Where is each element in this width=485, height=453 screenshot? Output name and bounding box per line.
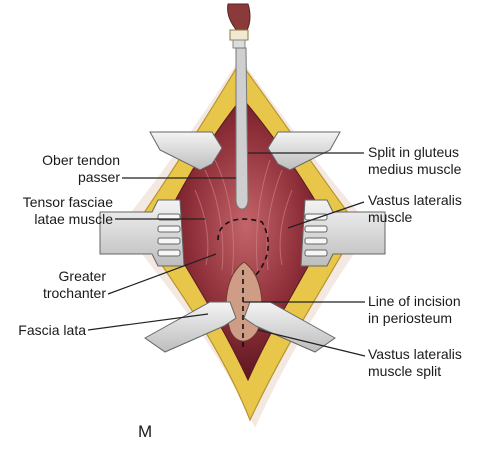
leader-greater-trochanter bbox=[107, 253, 217, 295]
label-line: muscle bbox=[368, 209, 413, 225]
upper-left-retractor bbox=[149, 131, 223, 171]
label-fascia-lata: Fascia lata bbox=[0, 322, 86, 339]
label-ober-tendon-passer: Ober tendon passer bbox=[0, 152, 120, 186]
label-vastus-lateralis: Vastus lateralis muscle bbox=[368, 192, 462, 226]
incision-outline bbox=[217, 218, 269, 276]
label-greater-trochanter: Greater trochanter bbox=[0, 268, 106, 302]
label-line: Line of incision bbox=[368, 293, 461, 309]
label-line: Ober tendon bbox=[42, 152, 120, 168]
label-line-of-incision: Line of incision in periosteum bbox=[368, 293, 461, 327]
label-tensor-fasciae-latae: Tensor fasciae latae muscle bbox=[0, 194, 113, 228]
upper-right-retractor bbox=[267, 131, 341, 171]
label-line: Vastus lateralis bbox=[368, 192, 462, 208]
label-line: Tensor fasciae bbox=[22, 194, 113, 210]
muscle-fibers bbox=[194, 159, 293, 276]
label-split-gluteus-medius: Split in gluteus medius muscle bbox=[368, 144, 461, 178]
label-line: Fascia lata bbox=[18, 322, 86, 338]
lower-left-retractor bbox=[144, 301, 237, 353]
label-line: passer bbox=[77, 169, 120, 185]
leader-vastus-lateralis-split bbox=[257, 329, 366, 357]
label-line: medius muscle bbox=[368, 161, 462, 177]
label-line: Split in gluteus bbox=[368, 144, 460, 160]
panel-letter: M bbox=[138, 422, 153, 441]
leader-fascia-lata bbox=[87, 313, 209, 331]
label-line: in periosteum bbox=[368, 310, 453, 326]
label-line: Greater bbox=[58, 268, 106, 284]
ober-tendon-passer bbox=[227, 3, 251, 210]
label-line: muscle split bbox=[368, 363, 442, 379]
leader-lines bbox=[87, 152, 366, 357]
label-line: trochanter bbox=[42, 285, 106, 301]
label-line: latae muscle bbox=[34, 211, 113, 227]
label-vastus-lateralis-split: Vastus lateralis muscle split bbox=[368, 346, 462, 380]
leader-vastus-lateralis bbox=[287, 201, 365, 229]
label-line: Vastus lateralis bbox=[368, 346, 462, 362]
